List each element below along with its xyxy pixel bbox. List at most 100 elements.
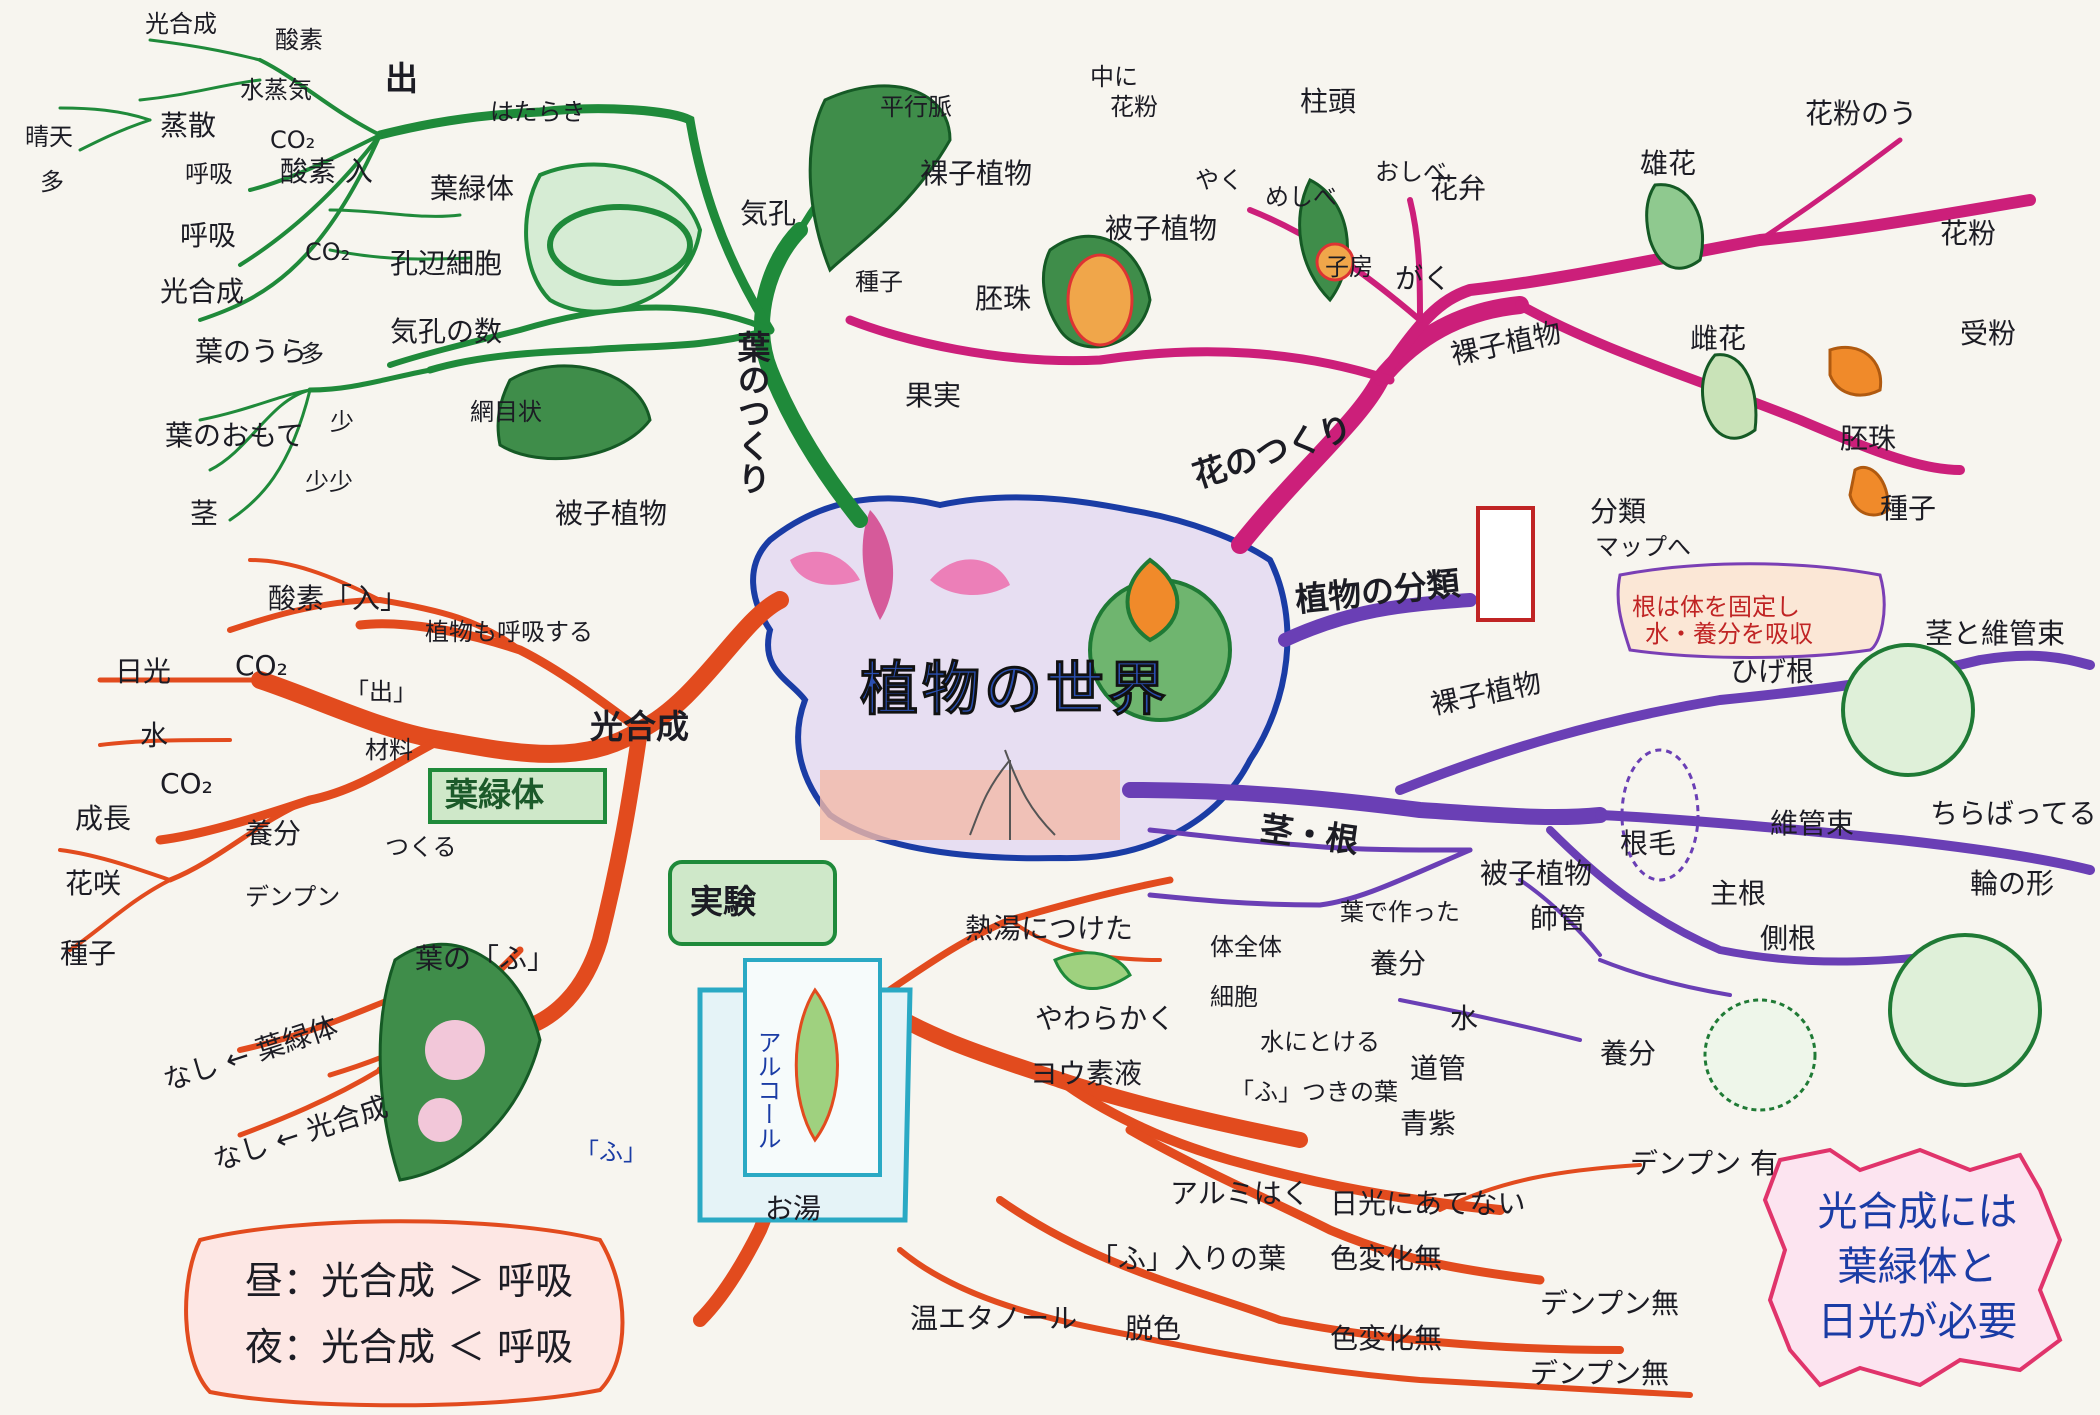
leaf-label: 光合成	[160, 275, 245, 308]
pistil-ovary	[1315, 242, 1355, 282]
flower-label: 果実	[905, 379, 962, 412]
experiment-item: デンプン無	[1530, 1357, 1670, 1390]
flower-label: 胚珠	[975, 282, 1032, 315]
stem-root-label-item: 水にとける	[1260, 1028, 1380, 1056]
flower-label: 被子植物	[1105, 212, 1218, 245]
experiment-item: 温エタノール	[910, 1302, 1078, 1335]
leaf-label: 葉のうら	[195, 335, 308, 368]
stem-root-note: 根は体を固定し	[1632, 593, 1800, 621]
female-flower-drawing	[1701, 353, 1758, 440]
leaf-label: 気孔	[740, 197, 797, 230]
leaf-label: 呼吸	[185, 160, 233, 188]
experiment-item: お湯	[765, 1192, 822, 1225]
stem-root-label-item: 体全体	[1210, 933, 1282, 961]
flower-label: 花弁	[1430, 172, 1487, 205]
flower-label: 種子	[855, 268, 903, 296]
variegated-spot	[418, 1098, 462, 1142]
note-day: 昼：光合成 ＞ 呼吸	[245, 1259, 574, 1303]
stem-root-label-item: 葉で作った	[1340, 898, 1460, 926]
beaker-leaf	[794, 987, 839, 1143]
flower-label: 種子	[1880, 492, 1937, 525]
flower-label: 雌花	[1690, 322, 1747, 355]
center-petal	[790, 551, 860, 585]
center-title: 植物の世界	[859, 655, 1170, 724]
leaf-label: 網目状	[470, 398, 542, 426]
soil-block	[820, 770, 1120, 840]
leaf-label: 呼吸	[180, 219, 237, 252]
classification-link[interactable]: 分類	[1590, 495, 1647, 528]
variegated-spot	[425, 1020, 485, 1080]
flower-label: 花粉	[1940, 217, 1997, 250]
stem-root-label-item: ひげ根	[1730, 655, 1815, 688]
flower-label: 花粉	[1110, 93, 1158, 121]
flower-label: 子房	[1325, 253, 1373, 281]
monocot-stem-section	[1841, 643, 1975, 777]
photo-label: CO₂	[235, 649, 288, 682]
stem-root-label-item: 師管	[1530, 902, 1587, 935]
boiled-leaf	[1053, 951, 1132, 990]
leaf-label: 茎	[190, 497, 219, 530]
classification-link[interactable]: マップへ	[1595, 533, 1691, 561]
leaf-label: 酸素	[275, 26, 323, 54]
photo-label: 葉の「ふ」	[415, 942, 556, 975]
conclusion-line: 光合成には	[1817, 1189, 2018, 1235]
leaf-label: 孔辺細胞	[390, 247, 503, 280]
leaf-label: 葉緑体	[430, 172, 515, 205]
experiment-item: 色変化無	[1330, 1322, 1443, 1355]
photo-label: 「ふ」	[575, 1138, 647, 1166]
leaf-label: 裸子植物	[920, 157, 1033, 190]
experiment-item: アルミはく	[1170, 1177, 1310, 1210]
parallel-vein-leaf	[808, 84, 952, 273]
flower-label: 胚珠	[1840, 422, 1897, 455]
stem-root-label-item: 維管束	[1770, 807, 1855, 840]
leaf-label: 葉のおもて	[165, 419, 304, 452]
flower-label: 花粉のう	[1805, 97, 1918, 130]
root-note-cloud	[1616, 562, 1886, 659]
stem-root-label-item: 輪の形	[1970, 867, 2055, 900]
photo-label: 日光	[115, 655, 172, 688]
leaf-label: 光合成	[145, 10, 217, 38]
stem-root-label-item: 側根	[1760, 922, 1817, 955]
experiment-item: 色変化無	[1330, 1242, 1443, 1275]
leaf-label: CO₂	[305, 238, 351, 266]
dicot-stem-section	[1888, 933, 2042, 1087]
photo-label: 植物も呼吸する	[425, 618, 593, 646]
photo-label: 材料	[365, 736, 413, 764]
experiment-item: やわらかく	[1035, 1002, 1176, 1035]
flower-label: めしべ	[1265, 183, 1337, 211]
photosynthesis-label: 光合成	[590, 707, 689, 746]
stem-root-label-item: 被子植物	[1480, 857, 1593, 890]
experiment-item: 「ふ」つきの葉	[1230, 1078, 1398, 1106]
leaf-label: はたらき	[490, 98, 586, 126]
chloroplast-label: 葉緑体	[445, 775, 544, 814]
experiment-item: 日光にあてない	[1330, 1187, 1526, 1220]
experiment-item: アルコール	[753, 1030, 781, 1150]
experiment-item: ヨウ素液	[1030, 1057, 1143, 1090]
experiment-item: デンプン無	[1540, 1287, 1680, 1320]
chloroplast-box	[428, 768, 607, 824]
seed-drawing	[1848, 466, 1890, 517]
center-ovary	[1125, 557, 1180, 643]
guard-cell	[547, 204, 693, 286]
stem-root-label-item: 茎と維管束	[1925, 617, 2066, 650]
center-bud	[862, 510, 894, 620]
stem-root-label-item: 水	[1450, 1002, 1479, 1035]
flower-branch	[845, 137, 2036, 554]
note-cloud	[184, 1219, 625, 1408]
leaf-branch	[58, 38, 904, 528]
door-icon	[1476, 506, 1535, 622]
stem-root-note: 水・養分を吸収	[1645, 620, 1813, 648]
photo-label: 「出」	[345, 678, 417, 706]
experiment-item: 熱湯につけた	[965, 912, 1134, 945]
leaf-label: 多	[300, 340, 324, 368]
stem-root-label-item: 道管	[1410, 1052, 1467, 1085]
net-vein-leaf	[496, 364, 652, 461]
photo-label: つくる	[385, 833, 457, 861]
stem-root-label-item: 根毛	[1620, 827, 1677, 860]
experiment-box	[668, 860, 837, 946]
ovule-small-drawing	[1828, 345, 1883, 397]
experiment-label: 実験	[690, 882, 756, 921]
leaf-label: 少少	[305, 468, 353, 496]
ovule-drawing	[1066, 253, 1134, 347]
